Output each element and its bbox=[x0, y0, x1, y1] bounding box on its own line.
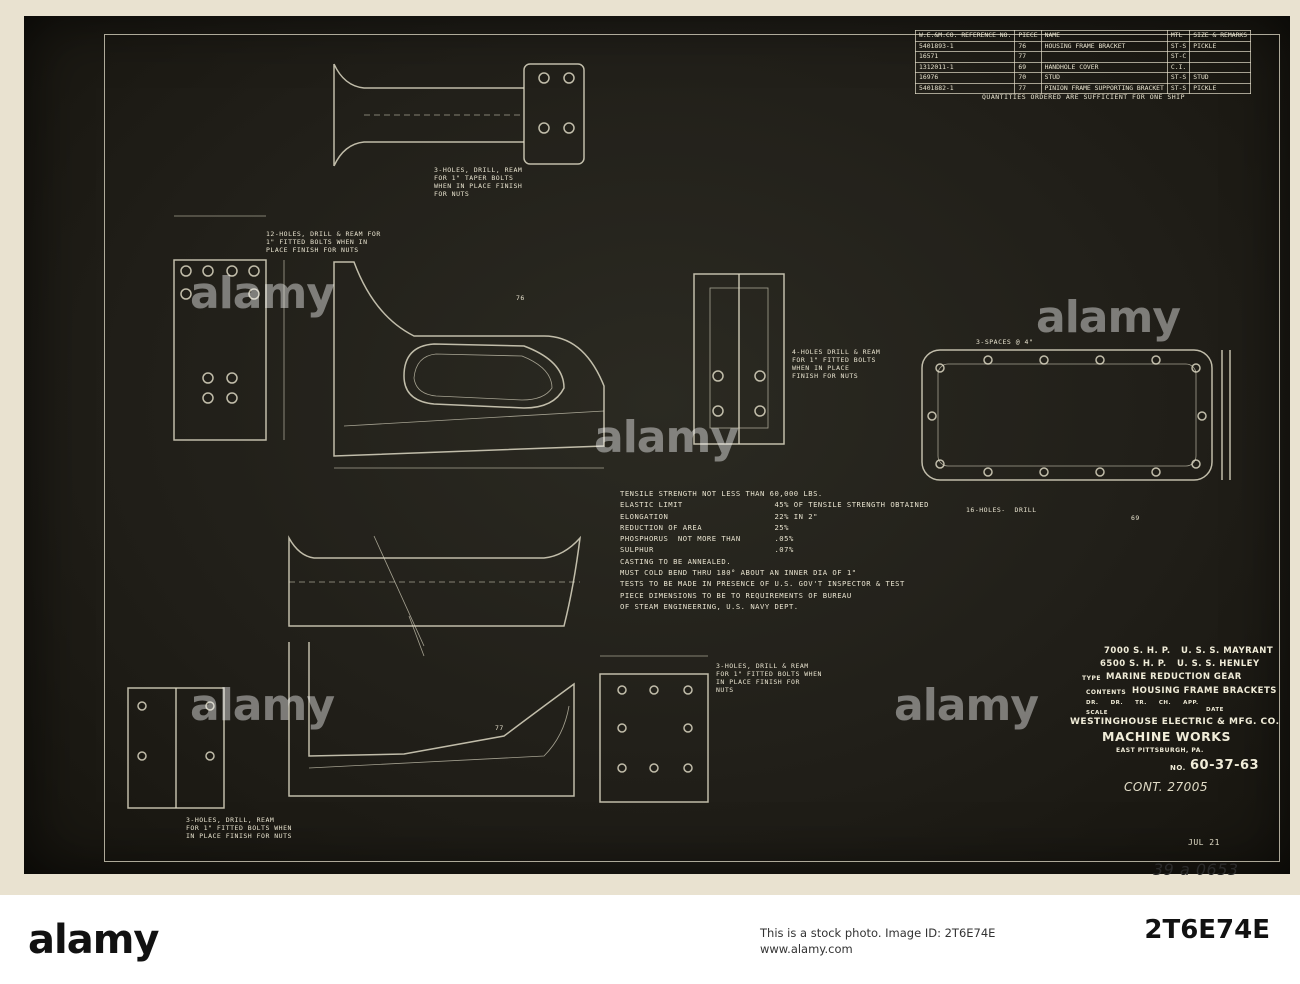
alamy-logo: alamy bbox=[28, 917, 159, 963]
title-dr-row: DR. DR. TR. CH. APP. bbox=[1086, 700, 1199, 706]
watermark: alamy bbox=[190, 680, 335, 731]
title-date-label: DATE bbox=[1206, 707, 1224, 713]
handwritten-contract: CONT. 27005 bbox=[1124, 780, 1209, 794]
note-holes-mid: 4-HOLES DRILL & REAM FOR 1" FITTED BOLTS… bbox=[792, 348, 881, 380]
title-contents-label: CONTENTS bbox=[1086, 689, 1127, 696]
title-line-1: 7000 S. H. P. U. S. S. MAYRANT bbox=[1104, 646, 1274, 656]
image-id: 2T6E74E bbox=[1144, 915, 1270, 945]
piece-mark-69: 69 bbox=[1131, 514, 1140, 522]
title-line-2: 6500 S. H. P. U. S. S. HENLEY bbox=[1100, 659, 1260, 669]
title-scale-label: SCALE bbox=[1086, 710, 1109, 716]
watermark: alamy bbox=[190, 268, 335, 319]
watermark: alamy bbox=[894, 680, 1039, 731]
note-holes-top: 3-HOLES, DRILL, REAM FOR 1" TAPER BOLTS … bbox=[434, 166, 523, 198]
title-works: MACHINE WORKS bbox=[1102, 729, 1231, 744]
material-spec-notes: TENSILE STRENGTH NOT LESS THAN 60,000 LB… bbox=[620, 489, 929, 611]
note-holes-bottom-left: 3-HOLES, DRILL, REAM FOR 1" FITTED BOLTS… bbox=[186, 816, 292, 840]
title-location: EAST PITTSBURGH, PA. bbox=[1116, 747, 1204, 754]
title-contents-value: HOUSING FRAME BRACKETS bbox=[1132, 686, 1277, 696]
drawing-lines bbox=[127, 63, 1231, 809]
piece-mark-77: 77 bbox=[495, 724, 504, 732]
pinion-bracket-plate-view bbox=[599, 655, 709, 803]
bracket-side-view bbox=[333, 261, 605, 469]
watermark: alamy bbox=[594, 412, 739, 463]
drawing-number: 60-37-63 bbox=[1190, 758, 1260, 773]
title-no-label: NO. bbox=[1170, 764, 1186, 772]
handhole-cover-view bbox=[921, 349, 1231, 481]
archive-number: 39 a 0653 bbox=[1153, 860, 1239, 879]
note-drill: 16-HOLES- DRILL bbox=[966, 506, 1037, 514]
bom-note: QUANTITIES ORDERED ARE SUFFICIENT FOR ON… bbox=[982, 93, 1186, 101]
note-holes-left: 12-HOLES, DRILL & REAM FOR 1" FITTED BOL… bbox=[266, 230, 381, 254]
bracket-middle-end-view bbox=[693, 273, 785, 445]
pinion-bracket-left-view bbox=[127, 687, 225, 809]
pinion-bracket-top-view bbox=[288, 535, 582, 627]
date-stamp: JUL 21 bbox=[1188, 838, 1220, 847]
note-holes-bottom-mid: 3-HOLES, DRILL & REAM FOR 1" FITTED BOLT… bbox=[716, 662, 822, 694]
drawing-border bbox=[104, 34, 1280, 862]
watermark: alamy bbox=[1036, 292, 1181, 343]
title-type-label: TYPE bbox=[1082, 675, 1101, 682]
title-type-value: MARINE REDUCTION GEAR bbox=[1106, 672, 1242, 682]
piece-mark-76: 76 bbox=[516, 294, 525, 302]
title-company: WESTINGHOUSE ELECTRIC & MFG. CO. bbox=[1070, 717, 1280, 727]
pinion-bracket-side-view bbox=[288, 535, 575, 797]
note-spaces: 3-SPACES @ 4" bbox=[976, 338, 1034, 346]
bracket-top-view bbox=[333, 63, 585, 167]
bracket-left-end-view bbox=[173, 215, 285, 441]
footer-text: This is a stock photo. Image ID: 2T6E74E… bbox=[760, 926, 996, 956]
stock-footer: alamy This is a stock photo. Image ID: 2… bbox=[0, 895, 1300, 984]
